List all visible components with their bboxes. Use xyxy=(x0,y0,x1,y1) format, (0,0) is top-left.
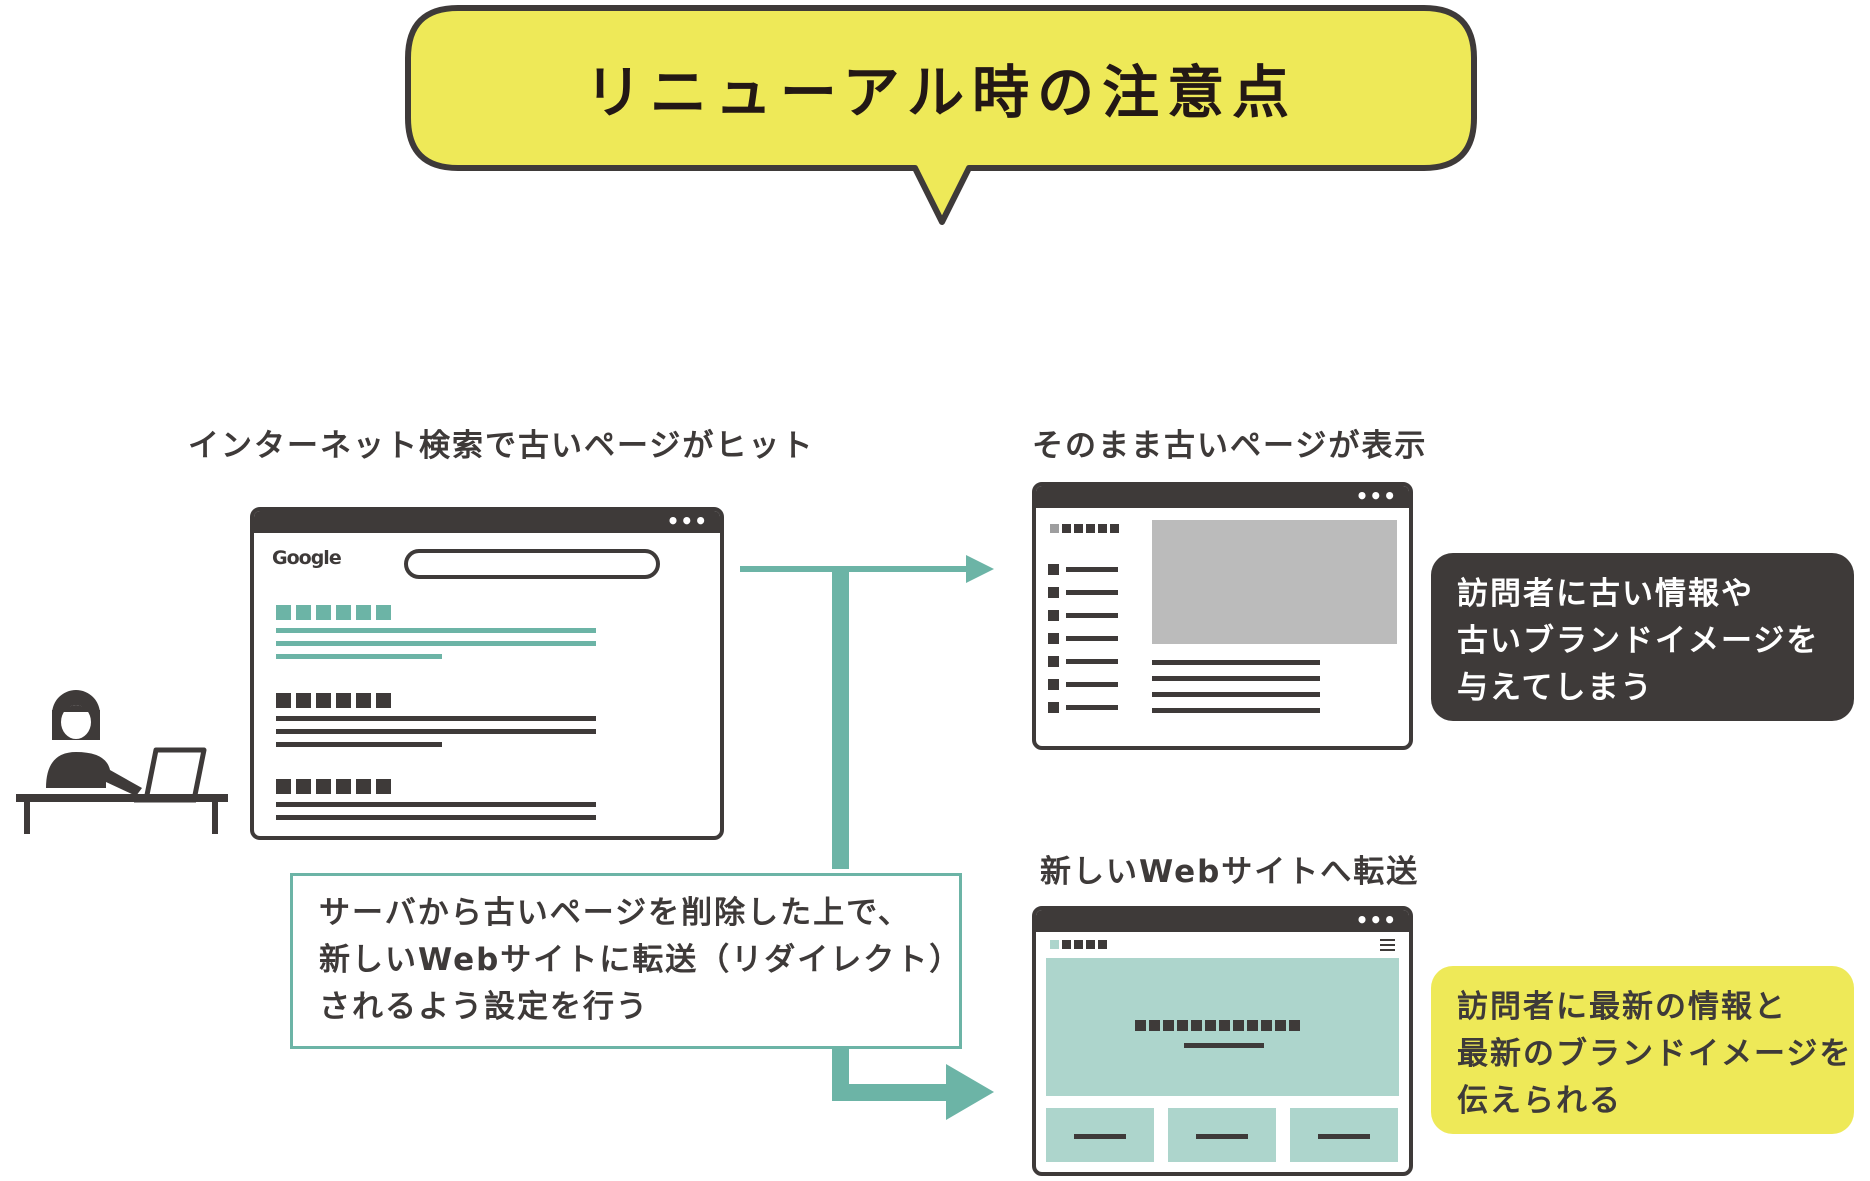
instruction-line: サーバから古いページを削除した上で、 xyxy=(319,895,911,931)
arrow-to-old-page xyxy=(966,555,994,583)
window-menu-icon: ••• xyxy=(1355,908,1397,932)
window-menu-icon: ••• xyxy=(1355,484,1397,508)
title-bubble xyxy=(405,5,1477,225)
search-results-list xyxy=(276,605,596,820)
note-line: 最新のブランドイメージを xyxy=(1457,1036,1853,1072)
new-site-content xyxy=(1046,939,1399,1162)
arrow-to-new-site xyxy=(946,1064,994,1120)
search-engine-logo: Google xyxy=(272,547,342,569)
hamburger-menu-icon xyxy=(1380,939,1395,951)
note-line: 伝えられる xyxy=(1457,1083,1622,1119)
note-good-outcome: 訪問者に最新の情報と 最新のブランドイメージを 伝えられる xyxy=(1431,966,1854,1134)
search-input[interactable] xyxy=(404,549,660,579)
old-page-content xyxy=(1048,520,1397,713)
window-title-bar: ••• xyxy=(1036,486,1409,508)
label-redirect: 新しいWebサイトへ転送 xyxy=(1040,854,1420,890)
label-old-page-shown: そのまま古いページが表示 xyxy=(1032,428,1428,464)
old-page-window: ••• xyxy=(1032,482,1413,750)
window-menu-icon: ••• xyxy=(666,509,708,533)
new-site-window: ••• xyxy=(1032,906,1413,1176)
label-search-hit: インターネット検索で古いページがヒット xyxy=(188,428,815,464)
note-line: 訪問者に古い情報や xyxy=(1457,576,1754,612)
search-results-window: ••• Google xyxy=(250,507,724,840)
note-line: 与えてしまう xyxy=(1457,670,1654,706)
window-title-bar: ••• xyxy=(1036,910,1409,932)
window-title-bar: ••• xyxy=(254,511,720,533)
instruction-line: されるよう設定を行う xyxy=(319,989,649,1025)
instruction-line: 新しいWebサイトに転送（リダイレクト） xyxy=(319,942,963,978)
redirect-instruction-box: サーバから古いページを削除した上で、 新しいWebサイトに転送（リダイレクト） … xyxy=(290,873,962,1049)
person-at-laptop-icon xyxy=(16,690,228,834)
note-bad-outcome: 訪問者に古い情報や 古いブランドイメージを 与えてしまう xyxy=(1431,553,1854,721)
note-line: 訪問者に最新の情報と xyxy=(1457,989,1787,1025)
note-line: 古いブランドイメージを xyxy=(1457,623,1820,659)
page-title: リニューアル時の注意点 xyxy=(584,60,1298,126)
